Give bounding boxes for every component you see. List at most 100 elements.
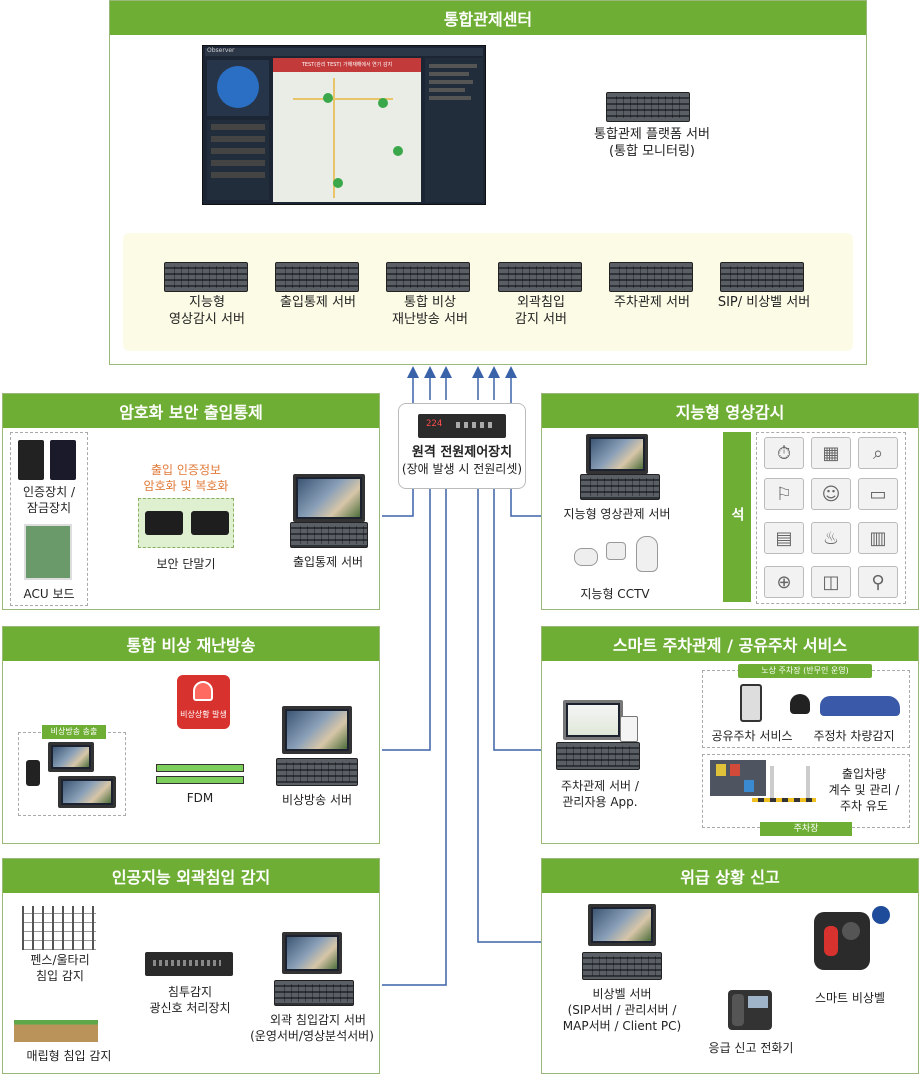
intrusion-title: 인공지능 외곽침입 감지 <box>3 859 379 893</box>
access-server-icon <box>275 262 359 292</box>
acu-board-label: ACU 보드 <box>23 587 75 601</box>
emergency-server-label-2: (SIP서버 / 관리서버 / <box>567 1003 677 1017</box>
platform-server-sublabel: (통합 모니터링) <box>608 144 696 159</box>
broadcast-tablet-icon <box>58 776 116 808</box>
barrier-icon <box>752 798 816 802</box>
screen-brand: Observer <box>207 47 235 54</box>
video-monitor-icon <box>586 434 648 474</box>
emergency-server-device-icon <box>582 952 662 980</box>
analysis-icon-grid <box>756 432 906 604</box>
walking-person-icon: ⚲ <box>858 566 898 598</box>
phone-icon <box>26 760 40 786</box>
sharing-service-label: 공유주차 서비스 <box>711 729 793 743</box>
bullet-camera-icon <box>606 542 626 560</box>
parking-server-device-icon <box>556 742 640 770</box>
server-label-6a: SIP/ 비상벨 서버 <box>717 295 811 310</box>
card-reader-icon <box>18 440 44 480</box>
analysis-label-bar: 지능형 영상분석 <box>723 432 765 602</box>
gate-icon <box>770 766 810 798</box>
server-label-3a: 통합 비상 <box>404 295 456 310</box>
bag-icon: ◫ <box>811 566 851 598</box>
processor-label-1: 침투감지 <box>167 985 213 999</box>
emergency-badge: 비상상황 발생 <box>177 675 230 729</box>
remote-power-subtitle: (장애 발생 시 전원리셋) <box>401 462 523 476</box>
fdm-device-1 <box>156 764 244 772</box>
broadcast-laptop-icon <box>48 742 94 772</box>
parking-server-label2: 관리자용 App. <box>562 795 638 809</box>
car-image-icon <box>820 696 900 716</box>
platform-server-icon <box>606 92 690 122</box>
video-server-icon <box>164 262 248 292</box>
buried-label: 매립형 침입 감지 <box>26 1049 112 1063</box>
cctv-label: 지능형 CCTV <box>580 587 650 601</box>
server-label-3b: 재난방송 서버 <box>392 312 468 327</box>
bell-button-icon <box>872 906 890 924</box>
fire-icon: ♨ <box>811 522 851 554</box>
crypto-note-1: 출입 인증정보 <box>150 463 222 477</box>
remote-power-title: 원격 전원제어장치 <box>411 445 513 460</box>
ptz-camera-icon <box>636 536 658 572</box>
server-label-2a: 출입통제 서버 <box>280 295 356 310</box>
dome-camera-icon <box>574 548 598 566</box>
face-icon: ☺ <box>811 478 851 510</box>
processor-label-2: 광신호 처리장치 <box>149 1001 231 1015</box>
broadcast-out-label: 비상방송 송출 <box>42 725 106 739</box>
server-label-1b: 영상감시 서버 <box>169 312 245 327</box>
auth-device-group <box>10 432 88 606</box>
lock-icon <box>50 440 76 480</box>
access-server-device-icon <box>290 522 368 548</box>
vehicle-sensing-label: 주정차 차량감지 <box>813 729 895 743</box>
broadcast-server-label: 비상방송 서버 <box>281 793 353 807</box>
dashboard-screen: Observer TEST(관리 TEST) 가해재해에서 연기 감지 <box>202 45 486 205</box>
sip-server-icon <box>720 262 804 292</box>
crypto-note-2: 암호화 및 복호화 <box>143 479 229 493</box>
person-search-icon: ⊕ <box>764 566 804 598</box>
emergency-monitor-icon <box>588 904 656 946</box>
parking-title: 스마트 주차관제 / 공유주차 서비스 <box>542 627 918 661</box>
fdm-label: FDM <box>186 791 214 805</box>
parking-server-label: 주차관제 서버 / <box>561 779 639 793</box>
alert-banner: TEST(관리 TEST) 가해재해에서 연기 감지 <box>273 58 421 72</box>
server-band <box>123 233 853 351</box>
server-label-4a: 외곽침입 <box>517 295 565 310</box>
intrusion-server-icon <box>498 262 582 292</box>
lot-text-3: 주차 유도 <box>840 799 888 813</box>
parking-server-icon <box>609 262 693 292</box>
document-icon: ▤ <box>764 522 804 554</box>
timer-icon: ⏱ <box>764 437 804 469</box>
broadcast-monitor-icon <box>282 706 352 754</box>
parking-lot-label: 주차장 <box>760 822 852 836</box>
emergency-server-label-1: 비상벨 서버 <box>592 987 652 1001</box>
analysis-label: 지능형 영상분석 <box>729 451 765 583</box>
fence-label-1: 펜스/울타리 <box>30 953 90 967</box>
server-label-5a: 주차관제 서버 <box>614 295 690 310</box>
buried-sensor-icon <box>14 1020 98 1042</box>
intrusion-server-label-2: (운영서버/영상분석서버) <box>250 1029 374 1043</box>
siren-icon <box>193 681 213 701</box>
fence-icon <box>22 906 96 950</box>
lot-text-2: 계수 및 관리 / <box>828 783 900 797</box>
smartphone-icon <box>740 684 762 722</box>
parking-lot-map-icon <box>710 760 766 796</box>
auth-device-label: 인증장치 / <box>22 485 76 499</box>
video-title: 지능형 영상감시 <box>542 394 918 428</box>
platform-server-label: 통합관제 플랫폼 서버 <box>594 127 710 142</box>
optical-processor-icon <box>145 952 233 976</box>
broadcast-server-device-icon <box>276 758 358 786</box>
intrusion-monitor-icon <box>282 932 342 974</box>
search-icon: ⌕ <box>858 437 898 469</box>
map-icon: ▦ <box>811 437 851 469</box>
parking-app-icon <box>620 716 638 742</box>
emergency-server-label-3: MAP서버 / Client PC) <box>562 1019 682 1033</box>
access-monitor-icon <box>293 474 365 522</box>
broadcast-server-icon <box>386 262 470 292</box>
street-parking-label: 노상 주차장 (반무인 운영) <box>738 664 872 678</box>
intrusion-server-device-icon <box>274 980 354 1006</box>
emergency-badge-label: 비상상황 발생 <box>180 710 227 719</box>
fence-label-2: 침입 감지 <box>36 969 84 983</box>
smart-bell-label: 스마트 비상벨 <box>814 991 886 1005</box>
parking-monitor-icon <box>563 700 623 740</box>
parking-panel: 스마트 주차관제 / 공유주차 서비스 <box>541 626 919 844</box>
running-person-icon: ⚐ <box>764 478 804 510</box>
server-label-4b: 감지 서버 <box>515 312 567 327</box>
